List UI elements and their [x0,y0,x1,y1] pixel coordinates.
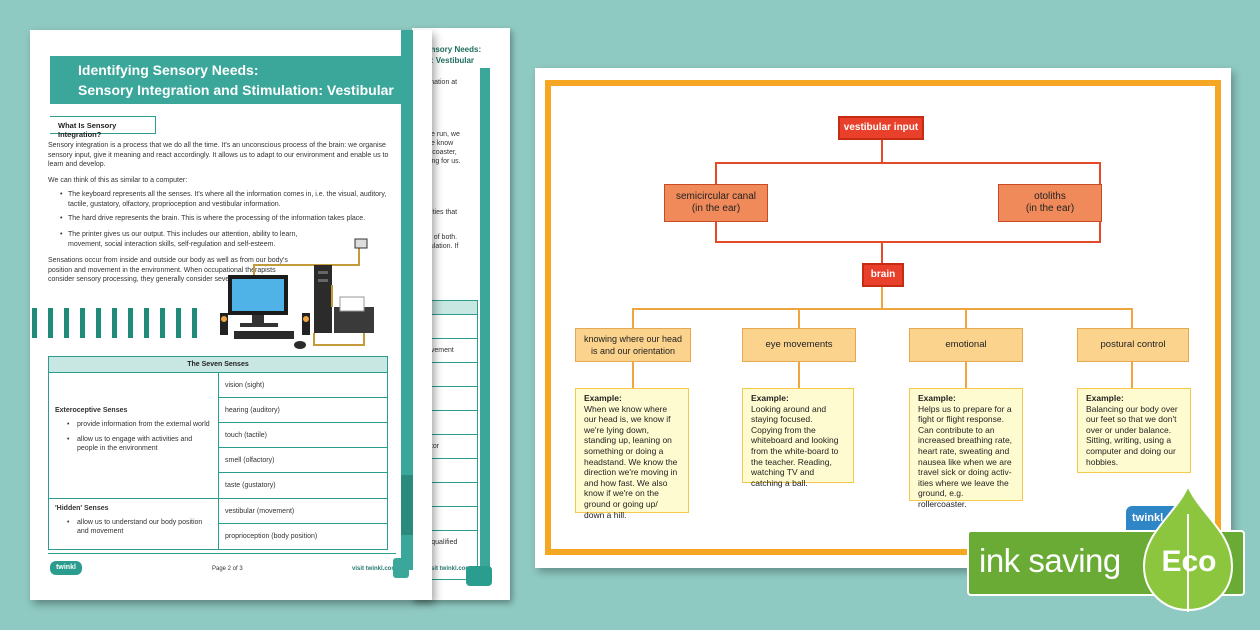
sense-cell: taste (gustatory) [225,482,276,489]
computer-intro: We can think of this as similar to a com… [48,177,188,184]
eco-label: Eco [1161,545,1217,578]
back-text-fragment: we know [426,140,454,147]
back-table-row: ovement [427,339,477,363]
back-table-row [427,387,477,411]
sense-cell: proprioception (body position) [225,533,318,540]
bullet-hard-drive: The hard drive represents the brain. Thi… [60,214,393,224]
back-text-fragment: ning for us. [426,158,461,165]
back-table-row [427,483,477,507]
node-vestibular-input: vestibular input [838,116,924,140]
page-number: Page 2 of 3 [212,566,243,572]
page-header: Identifying Sensory Needs: Sensory Integ… [50,56,406,104]
example-box: Example: Helps us to prepare for a fight… [909,388,1023,509]
example-text: Looking around and staying focused. Copy… [751,403,839,488]
table-group-label: Exteroceptive Senses provide information… [49,373,219,498]
back-text-fragment: rs of both. [426,234,458,241]
node-outcome: eye movements [742,328,856,362]
back-text-fragment: ercoaster, [426,149,457,156]
group-title: 'Hidden' Senses [55,505,109,512]
node-brain: brain [862,263,904,287]
back-visit-link[interactable]: visit twinkl.com [426,566,471,572]
front-page-side-bar-dark [401,475,413,535]
corner-logo-text: twinkl [1132,512,1164,524]
back-text-fragment: ivities that [426,209,458,216]
section-heading: What Is Sensory Integration? [50,116,156,139]
back-table-row [427,411,477,435]
group-title: Exteroceptive Senses [55,407,128,414]
example-box: Example: Balancing our body over our fee… [1077,388,1191,473]
front-worksheet-page: Identifying Sensory Needs: Sensory Integ… [30,30,432,600]
node-label: semicircular canal [675,191,757,202]
decorative-stripes [30,308,200,338]
example-label: Example: [751,393,789,403]
back-title-line2: n: Vestibular [426,56,475,65]
back-table-row [427,459,477,483]
twinkl-logo: twinkl [50,561,82,575]
table-heading: The Seven Senses [49,357,387,373]
back-page-table: ovement ator r qualified [426,300,478,580]
back-title-line1: ensory Needs: [426,45,482,54]
back-text-fragment: nulation. If [426,243,459,250]
node-sublabel: (in the ear) [691,203,741,214]
node-outcome: emotional [909,328,1023,362]
table-group-exteroceptive: Exteroceptive Senses provide information… [49,373,387,499]
example-label: Example: [1086,393,1124,403]
example-box: Example: When we know where our head is,… [575,388,689,520]
node-outcome: knowing where our head is and our orient… [575,328,691,362]
footer-divider [48,553,396,554]
quality-badge-icon [393,558,409,578]
node-otoliths: otoliths(in the ear) [998,184,1102,222]
back-table-row [427,507,477,531]
group-point: allow us to engage with activities and p… [55,435,212,453]
bullet-keyboard: The keyboard represents all the senses. … [60,190,393,209]
back-text-fragment: we run, we [426,131,460,138]
back-page-badge [466,566,492,586]
page-subtitle: Sensory Integration and Stimulation: Ves… [78,82,394,98]
back-page-title: ensory Needs: n: Vestibular [426,44,481,66]
group-point: allow us to understand our body position… [55,518,212,536]
sense-cell: hearing (auditory) [219,398,387,423]
example-text: Balancing our body over our feet so that… [1086,403,1178,467]
sensations-paragraph: Sensations occur from inside and outside… [48,257,288,283]
sense-cell: vestibular (movement) [219,499,387,524]
intro-paragraph: Sensory integration is a process that we… [48,142,389,168]
back-page-side-bar [480,68,490,578]
node-label: otoliths [1034,191,1066,202]
front-page-side-bar [401,30,413,570]
example-text: When we know where our head is, we know … [584,403,678,520]
back-table-row: r qualified [427,539,458,546]
senses-column: vestibular (movement) proprioception (bo… [219,499,387,549]
back-table-row: ator [427,435,477,459]
back-table-row [427,315,477,339]
back-text-fragment: rmation at [426,79,458,86]
computer-illustration-icon [220,238,374,349]
example-label: Example: [584,393,622,403]
seven-senses-table: The Seven Senses Exteroceptive Senses pr… [48,356,388,550]
example-box: Example: Looking around and staying focu… [742,388,854,488]
ink-saving-text: ink saving [979,542,1121,579]
sense-cell: smell (olfactory) [219,448,387,473]
node-outcome: postural control [1077,328,1189,362]
page-title: Identifying Sensory Needs: [78,62,259,78]
eco-leaf-icon [1142,484,1234,612]
back-table-head [427,301,477,315]
visit-link[interactable]: visit twinkl.com [352,566,397,572]
bullet-printer: The printer gives us our output. This in… [60,230,318,249]
back-table-row [427,363,477,387]
senses-column: vision (sight) hearing (auditory) touch … [219,373,387,498]
node-sublabel: (in the ear) [1025,203,1075,214]
example-text: Helps us to prepare for a fight or fligh… [918,403,1013,509]
node-semicircular-canal: semicircular canal(in the ear) [664,184,768,222]
table-group-label: 'Hidden' Senses allow us to understand o… [49,499,219,549]
group-point: provide information from the external wo… [55,420,212,429]
sense-cell: vision (sight) [219,373,387,398]
diagram-frame [545,80,1221,555]
table-group-hidden: 'Hidden' Senses allow us to understand o… [49,499,387,549]
sense-cell: touch (tactile) [219,423,387,448]
vestibular-diagram-page: vestibular input semicircular canal(in t… [535,68,1231,568]
example-label: Example: [918,393,956,403]
